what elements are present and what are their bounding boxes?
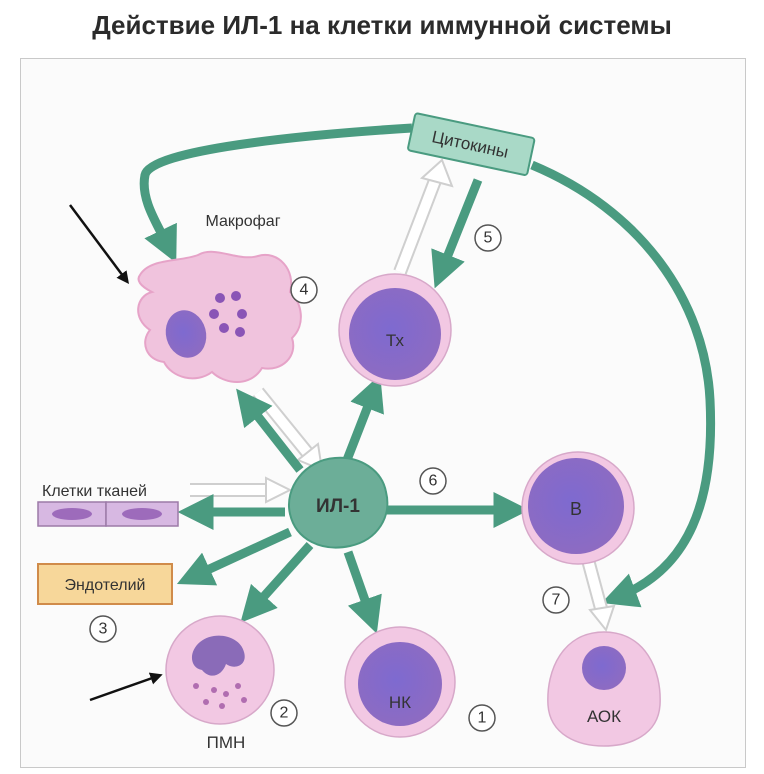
arrow-cytokines-to-macrophage: [139, 123, 413, 263]
b-cell: [521, 451, 635, 565]
b-label: В: [570, 499, 582, 519]
tissue-cells-label: Клетки тканей: [42, 483, 147, 500]
nk-cell: [344, 626, 456, 738]
nk-label: НК: [389, 693, 411, 712]
number-badge-4: 4: [290, 276, 318, 304]
macrophage-nucleus: [165, 310, 207, 358]
number-badge-5: 5: [474, 224, 502, 252]
arrow-cytokines-to-th: [431, 178, 483, 289]
arrow-il1-to-nk: [343, 550, 382, 634]
svg-text:6: 6: [429, 473, 438, 490]
arrow-il1-to-pmn: [240, 541, 314, 623]
number-badge-6: 6: [419, 467, 447, 495]
tissue-cells: [37, 501, 179, 527]
svg-text:4: 4: [300, 282, 309, 299]
diagram-title: Действие ИЛ-1 на клетки иммунной системы: [92, 10, 672, 40]
pointer-arrow-pmn: [89, 672, 163, 702]
svg-text:2: 2: [280, 705, 289, 722]
aok-label: АОК: [587, 707, 621, 726]
arrow-il1-to-macrophage: [236, 388, 304, 473]
il1-node: [287, 456, 389, 549]
endothelium-box: [37, 563, 173, 605]
svg-text:3: 3: [99, 621, 108, 638]
svg-text:1: 1: [478, 710, 487, 727]
pointer-arrow-macrophage: [68, 204, 129, 285]
aok-cell: [547, 631, 661, 747]
il1-label: ИЛ-1: [316, 496, 360, 517]
arrow-b-to-aok: [581, 558, 616, 633]
pmn-cell: [165, 615, 275, 725]
arrow-il1-to-endothelium: [176, 527, 292, 586]
th-cell: [338, 273, 452, 387]
svg-text:7: 7: [552, 592, 561, 609]
number-badge-3: 3: [89, 615, 117, 643]
arrow-tissue-to-il1: [190, 476, 293, 504]
macrophage-cell: [137, 250, 302, 383]
pmn-label: ПМН: [207, 733, 246, 752]
arrow-cytokines-to-aok: [530, 160, 716, 608]
number-badge-2: 2: [270, 699, 298, 727]
th-label: Тх: [386, 331, 405, 350]
number-badge-7: 7: [542, 586, 570, 614]
endothelium-label: Эндотелий: [65, 577, 146, 594]
macrophage-label: Макрофаг: [205, 213, 280, 230]
svg-text:5: 5: [484, 230, 493, 247]
arrow-th-to-cytokines: [393, 158, 454, 275]
arrow-il1-to-th: [340, 374, 384, 467]
number-badge-1: 1: [468, 704, 496, 732]
